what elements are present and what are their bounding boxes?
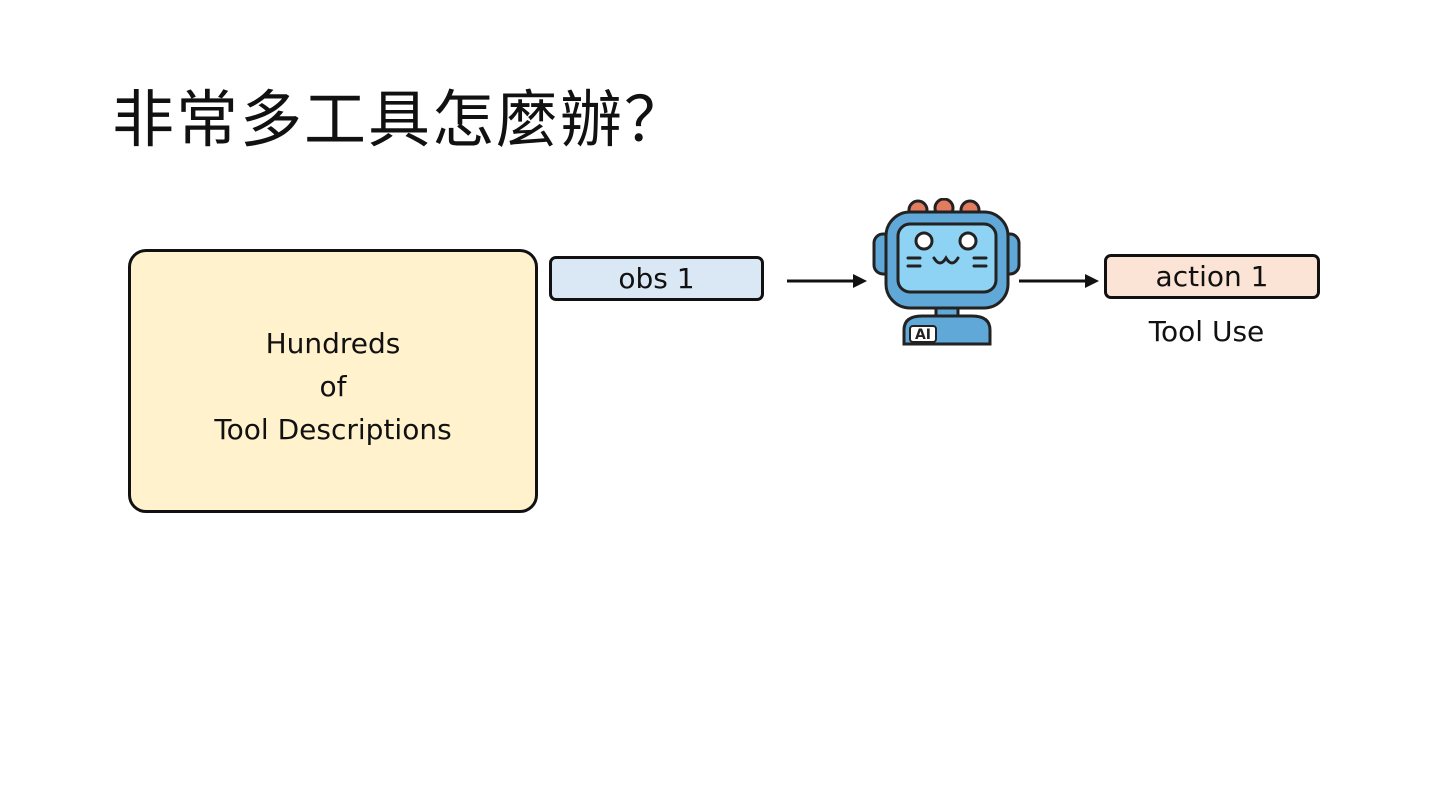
arrow-to-robot bbox=[787, 274, 867, 288]
action-label: action 1 bbox=[1155, 260, 1269, 293]
tool-descriptions-box: Hundreds of Tool Descriptions bbox=[128, 249, 538, 513]
tools-box-line-3: Tool Descriptions bbox=[214, 412, 452, 446]
tools-box-line-1: Hundreds bbox=[265, 326, 401, 360]
observation-box: obs 1 bbox=[549, 256, 764, 301]
action-box: action 1 bbox=[1104, 254, 1320, 299]
tool-use-caption: Tool Use bbox=[1148, 315, 1265, 348]
slide-title: 非常多工具怎麼辦？ bbox=[112, 83, 689, 156]
observation-label: obs 1 bbox=[618, 262, 695, 295]
arrow-to-action bbox=[1019, 274, 1099, 288]
tools-box-line-2: of bbox=[319, 369, 347, 403]
robot-badge: AI bbox=[915, 327, 931, 343]
ai-robot-icon: AI bbox=[872, 198, 1021, 346]
